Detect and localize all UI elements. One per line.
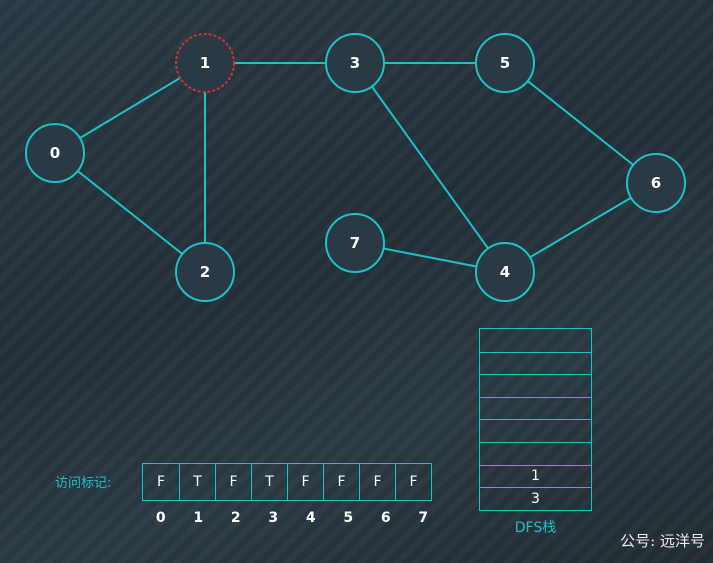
node-label-3: 3 — [350, 54, 360, 72]
node-circle-3 — [325, 33, 385, 93]
index-label-0: 0 — [155, 510, 166, 526]
credit-text: 公号: 远洋号 — [620, 532, 705, 550]
node-4: 4 — [475, 242, 535, 302]
visited-cell-6: F — [359, 464, 395, 500]
node-5: 5 — [475, 33, 535, 93]
node-circle-1 — [175, 33, 235, 93]
edge-3-4 — [354, 62, 506, 273]
edge-0-2 — [54, 152, 206, 273]
node-circle-2 — [175, 242, 235, 302]
visited-index-row: 0 1 2 3 4 5 6 7 — [142, 510, 442, 526]
visited-cell-5: F — [323, 464, 359, 500]
visited-cell-4: F — [287, 464, 323, 500]
node-label-4: 4 — [500, 263, 510, 281]
node-label-7: 7 — [350, 234, 360, 252]
node-0: 0 — [25, 123, 85, 183]
stack-slot-7: 3 — [480, 487, 591, 510]
edge-5-6 — [504, 62, 657, 184]
visited-array: F T F T F F F F — [142, 463, 432, 501]
index-label-2: 2 — [230, 510, 241, 526]
stack-slot-2 — [480, 374, 591, 397]
visited-cell-0: F — [156, 474, 166, 490]
visited-cell-3: T — [251, 464, 287, 500]
node-label-6: 6 — [651, 174, 661, 192]
dfs-stack-label: DFS栈 — [514, 520, 557, 536]
node-2: 2 — [175, 242, 235, 302]
dfs-stack: 1 3 — [479, 328, 592, 511]
node-6: 6 — [626, 153, 686, 213]
index-label-6: 6 — [380, 510, 391, 526]
stack-slot-4 — [480, 419, 591, 442]
node-label-5: 5 — [500, 54, 510, 72]
stack-slot-5 — [480, 441, 591, 465]
stack-slot-3 — [480, 396, 591, 420]
node-label-2: 2 — [200, 263, 210, 281]
visited-array-label: 访问标记: — [55, 476, 112, 491]
visited-cell-1: T — [179, 464, 215, 500]
visited-cell-2: F — [215, 464, 251, 500]
index-label-3: 3 — [268, 510, 279, 526]
node-circle-7 — [325, 213, 385, 273]
index-label-7: 7 — [418, 510, 429, 526]
stack-slot-6: 1 — [480, 464, 591, 488]
node-circle-4 — [475, 242, 535, 302]
stack-slot-0 — [480, 329, 591, 352]
node-circle-0 — [25, 123, 85, 183]
node-label-1: 1 — [200, 54, 210, 72]
node-circle-5 — [475, 33, 535, 93]
index-label-1: 1 — [193, 510, 204, 526]
node-7: 7 — [325, 213, 385, 273]
index-label-4: 4 — [305, 510, 316, 526]
node-1: 1 — [175, 33, 235, 93]
visited-cell-7: F — [395, 464, 431, 500]
node-circle-6 — [626, 153, 686, 213]
node-label-0: 0 — [50, 144, 60, 162]
node-3: 3 — [325, 33, 385, 93]
index-label-5: 5 — [343, 510, 354, 526]
stack-slot-1 — [480, 351, 591, 375]
